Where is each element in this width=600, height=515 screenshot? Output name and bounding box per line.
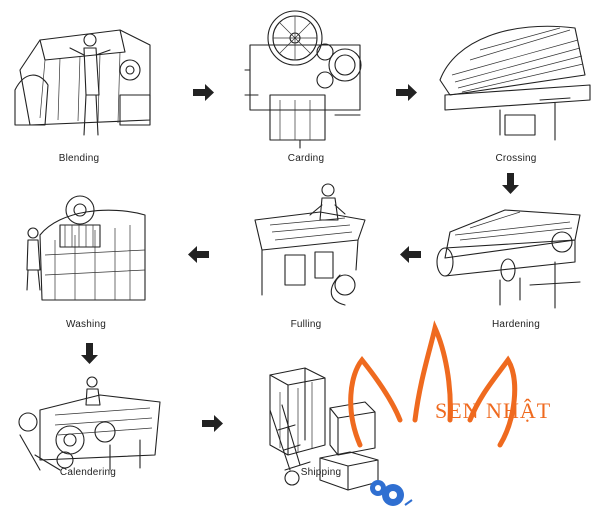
fulling-illustration — [254, 183, 366, 306]
arrow-down-icon — [81, 343, 98, 364]
shipping-illustration — [269, 367, 379, 491]
logo-text: SEN NHẬT — [435, 398, 552, 423]
stage-label-blending: Blending — [58, 153, 100, 164]
stage-label-hardening: Hardening — [492, 319, 540, 330]
carding-illustration — [244, 10, 362, 149]
blending-illustration — [14, 29, 151, 136]
stage-label-carding: Carding — [287, 153, 325, 164]
stage-label-crossing: Crossing — [495, 153, 537, 164]
arrow-right-icon — [193, 84, 214, 101]
calendering-illustration — [18, 376, 161, 471]
crossing-illustration — [439, 25, 591, 141]
lotus-logo-icon — [348, 320, 518, 448]
stage-label-fulling: Fulling — [290, 319, 322, 330]
stage-label-shipping: Shipping — [300, 467, 342, 478]
stage-label-calendering: Calendering — [59, 467, 117, 478]
arrow-left-icon — [400, 246, 421, 263]
stage-label-washing: Washing — [66, 319, 106, 330]
gear-icon — [370, 480, 413, 506]
hardening-illustration — [436, 209, 581, 309]
arrow-right-icon — [202, 415, 223, 432]
washing-illustration — [26, 195, 146, 301]
arrow-down-icon — [502, 173, 519, 194]
arrow-left-icon — [188, 246, 209, 263]
arrow-right-icon — [396, 84, 417, 101]
